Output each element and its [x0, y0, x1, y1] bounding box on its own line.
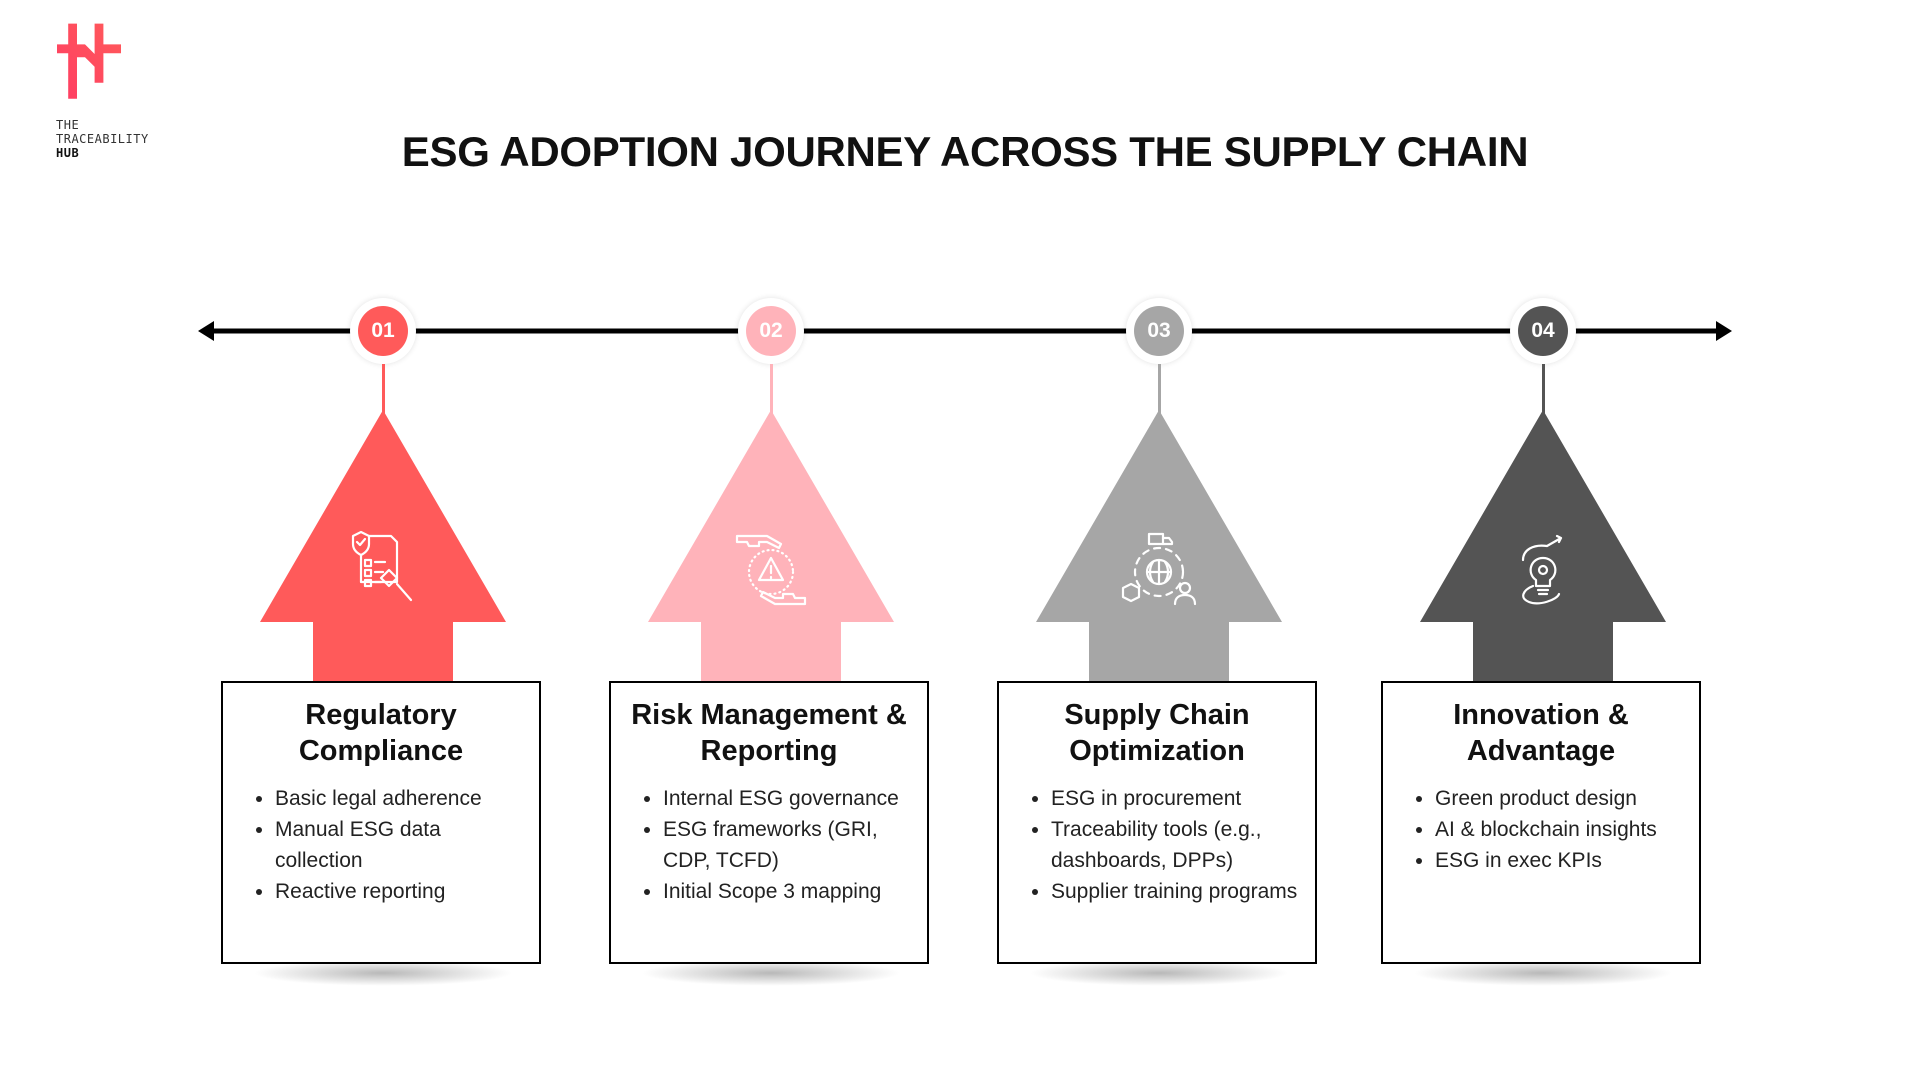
- connector-line: [769, 364, 773, 414]
- step-heading: Risk Management & Reporting: [631, 699, 907, 767]
- bullet-item: Internal ESG governance: [663, 783, 921, 814]
- step-card: Risk Management & Reporting Internal ESG…: [609, 681, 929, 964]
- right-arrowhead-icon: [1716, 321, 1732, 341]
- connector-line: [1541, 364, 1545, 414]
- up-arrow-shape: [648, 410, 894, 682]
- logo-line-3: HUB: [56, 146, 80, 160]
- logo-text: THE TRACEABILITY HUB: [56, 118, 149, 160]
- card-shadow: [1413, 960, 1673, 986]
- risk-warning-hands-icon: [735, 534, 807, 606]
- step-number-badge: 03: [1126, 298, 1192, 364]
- journey-step-01: 01 Regulatory Compliance Basic legal adh…: [213, 0, 553, 1080]
- step-bullets: Internal ESG governanceESG frameworks (G…: [611, 783, 927, 907]
- bullet-item: ESG in exec KPIs: [1435, 845, 1693, 876]
- journey-step-02: 02 Risk Management & Reporting Internal …: [601, 0, 941, 1080]
- step-card: Supply Chain Optimization ESG in procure…: [997, 681, 1317, 964]
- step-card: Innovation & Advantage Green product des…: [1381, 681, 1701, 964]
- logo-line-1: THE: [56, 118, 80, 132]
- bullet-item: ESG in procurement: [1051, 783, 1309, 814]
- innovation-lightbulb-icon: [1521, 534, 1563, 605]
- journey-step-04: 04 Innovation & Advantage Green product …: [1373, 0, 1713, 1080]
- step-number-badge: 02: [738, 298, 804, 364]
- bullet-item: Traceability tools (e.g., dashboards, DP…: [1051, 814, 1309, 876]
- bullet-item: ESG frameworks (GRI, CDP, TCFD): [663, 814, 921, 876]
- bullet-item: Green product design: [1435, 783, 1693, 814]
- bullet-item: Reactive reporting: [275, 876, 533, 907]
- step-number: 03: [1134, 306, 1184, 356]
- step-heading: Supply Chain Optimization: [1064, 699, 1250, 767]
- bullet-item: Supplier training programs: [1051, 876, 1309, 907]
- step-bullets: Basic legal adherenceManual ESG data col…: [223, 783, 539, 907]
- step-number-badge: 01: [350, 298, 416, 364]
- page-title: ESG ADOPTION JOURNEY ACROSS THE SUPPLY C…: [401, 128, 1529, 175]
- step-number: 02: [746, 306, 796, 356]
- logo-line-2: TRACEABILITY: [56, 132, 149, 146]
- step-number: 04: [1518, 306, 1568, 356]
- left-arrowhead-icon: [198, 321, 214, 341]
- card-shadow: [253, 960, 513, 986]
- connector-line: [381, 364, 385, 414]
- logo-icon: [57, 23, 121, 99]
- bullet-item: Initial Scope 3 mapping: [663, 876, 921, 907]
- step-card: Regulatory Compliance Basic legal adhere…: [221, 681, 541, 964]
- step-heading: Regulatory Compliance: [298, 699, 464, 767]
- step-number-badge: 04: [1510, 298, 1576, 364]
- card-shadow: [1029, 960, 1289, 986]
- journey-step-03: 03 Supply Chain Optimization ESG in proc…: [989, 0, 1329, 1080]
- card-shadow: [641, 960, 901, 986]
- up-arrow-shape: [1036, 410, 1282, 682]
- bullet-item: Manual ESG data collection: [275, 814, 533, 876]
- bullet-item: AI & blockchain insights: [1435, 814, 1693, 845]
- up-arrow-shape: [260, 410, 506, 682]
- bullet-item: Basic legal adherence: [275, 783, 533, 814]
- step-bullets: Green product designAI & blockchain insi…: [1383, 783, 1699, 876]
- compliance-checklist-gavel-icon: [351, 530, 413, 602]
- step-heading: Innovation & Advantage: [1453, 699, 1629, 767]
- global-supply-chain-icon: [1121, 532, 1197, 606]
- connector-line: [1157, 364, 1161, 414]
- step-number: 01: [358, 306, 408, 356]
- step-bullets: ESG in procurementTraceability tools (e.…: [999, 783, 1315, 907]
